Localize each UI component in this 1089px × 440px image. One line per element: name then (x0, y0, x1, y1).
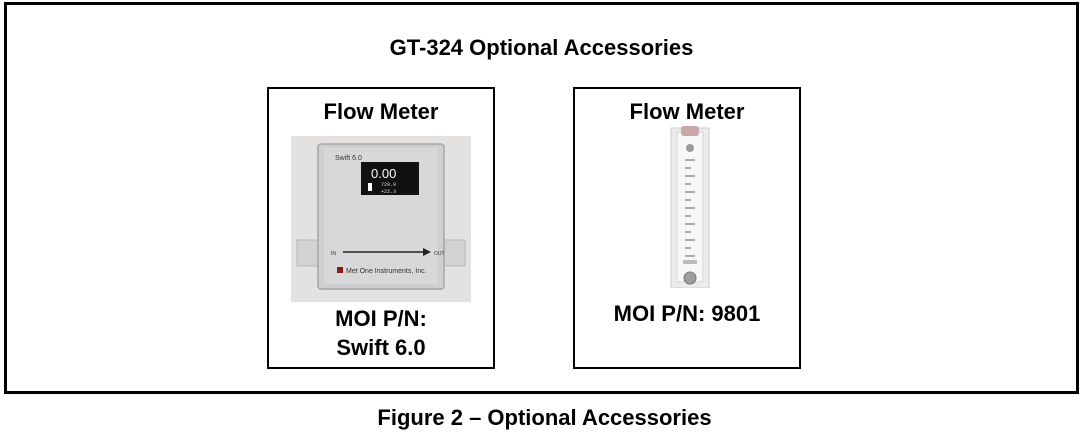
port-out-label: OUT (434, 251, 445, 257)
accessory-card-rotameter: Flow Meter (573, 87, 801, 369)
part-number-label: MOI P/N: (335, 306, 427, 331)
accessory-title: Flow Meter (629, 99, 745, 124)
part-number-value: Swift 6.0 (336, 335, 426, 360)
part-number-label: MOI P/N: 9801 (613, 301, 761, 326)
port-in-label: IN (331, 251, 336, 257)
rotameter-image (623, 126, 753, 288)
brand-logo: Met One Instruments, Inc. (346, 268, 427, 275)
swift-flow-meter-image: Swift 6.0 0.00 729.9 +22.3 IN OUT Met On… (291, 136, 471, 302)
accessory-card-swift: Flow Meter Swift 6.0 0.00 729.9 +22.3 I (267, 87, 495, 369)
display-line-2: 729.9 (381, 182, 396, 188)
accessories-frame: GT-324 Optional Accessories Flow Meter S… (4, 2, 1079, 394)
accessory-title: Flow Meter (323, 99, 439, 124)
swift-flow-meter-photo: Swift 6.0 0.00 729.9 +22.3 IN OUT Met On… (291, 136, 471, 302)
display-line-3: +22.3 (381, 189, 396, 195)
rotameter-photo (623, 126, 753, 288)
accessory-part-number: MOI P/N: Swift 6.0 (269, 304, 493, 362)
frame-title: GT-324 Optional Accessories (389, 35, 694, 60)
device-label: Swift 6.0 (335, 155, 362, 162)
figure-caption: Figure 2 – Optional Accessories (377, 405, 712, 430)
accessory-part-number: MOI P/N: 9801 (575, 299, 799, 328)
display-value: 0.00 (371, 166, 396, 181)
